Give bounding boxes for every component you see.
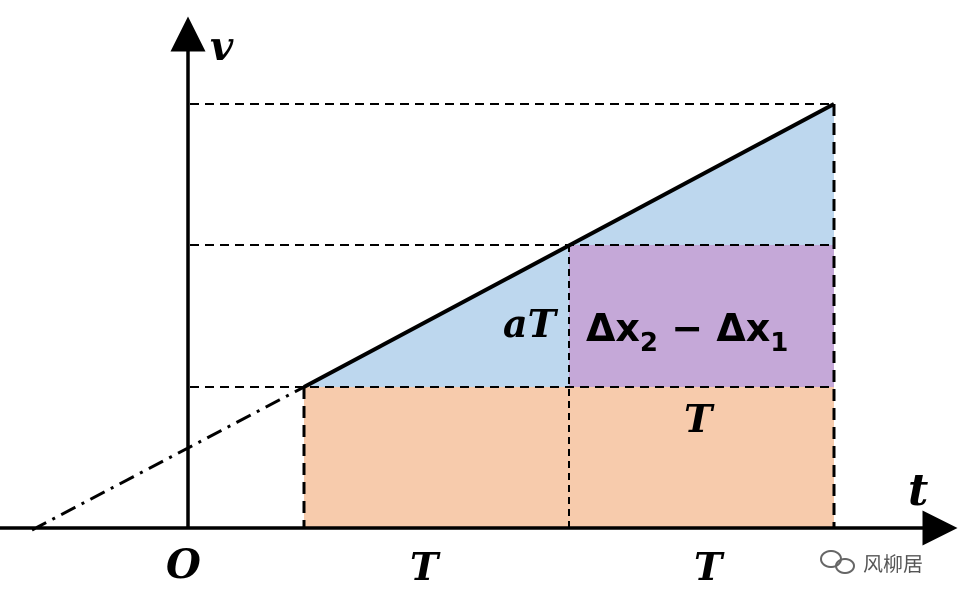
t-axis-label: t — [908, 465, 928, 516]
wechat-icon — [820, 550, 855, 574]
watermark-text: 风柳居 — [863, 552, 923, 576]
delta-label: Δx2 − Δx1 — [586, 306, 788, 358]
extrapolated-line — [31, 385, 305, 532]
purple-region — [569, 245, 834, 387]
interval-label-1: T — [410, 544, 441, 589]
rect-width-label: T — [684, 396, 715, 441]
interval-label-2: T — [694, 544, 725, 589]
origin-label: O — [166, 541, 201, 588]
velocity-line — [303, 102, 835, 389]
v-axis-label: v — [210, 23, 234, 70]
rise-label: aT — [503, 301, 559, 346]
orange-region — [304, 387, 834, 528]
watermark: 风柳居 — [820, 550, 923, 576]
